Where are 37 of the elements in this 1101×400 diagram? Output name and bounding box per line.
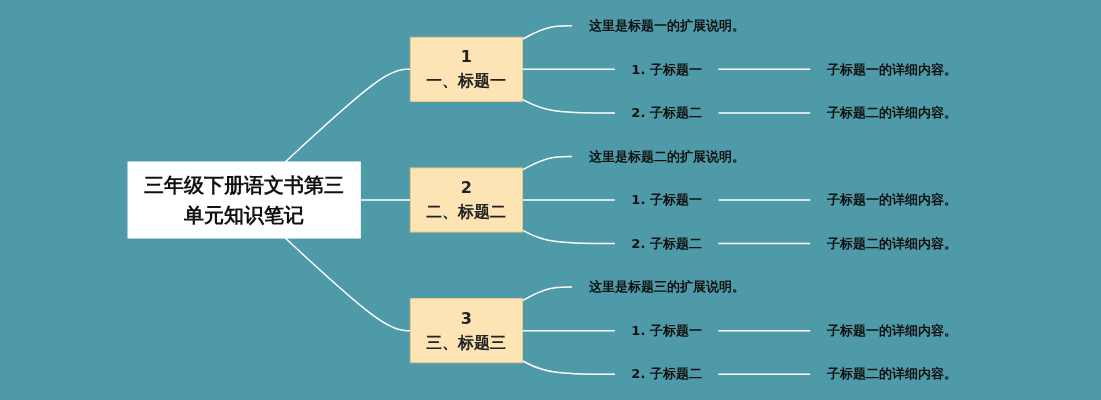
connector [521, 229, 617, 245]
node-text: 2. 子标题二 [631, 235, 702, 251]
connector [521, 286, 574, 302]
node-text: 这里是标题一的扩展说明。 [588, 18, 745, 34]
node-text: 1. 子标题一 [631, 192, 702, 208]
connector [717, 68, 812, 71]
connector [521, 155, 574, 171]
node-text: 2. 子标题二 [631, 366, 702, 382]
node-text: 1. 子标题一 [631, 61, 702, 77]
node-text: 子标题二的详细内容。 [826, 366, 957, 382]
connector [717, 242, 812, 245]
connector [521, 68, 617, 71]
node-text: 这里是标题三的扩展说明。 [588, 279, 745, 295]
node-text: 子标题一的详细内容。 [826, 192, 957, 208]
node-box: 2 二、标题二 [409, 167, 523, 233]
connector [717, 373, 812, 375]
node-text: 这里是标题二的扩展说明。 [588, 148, 745, 164]
node-box: 三年级下册语文书第三单元知识笔记 [127, 161, 361, 239]
node-text: 子标题一的详细内容。 [826, 322, 957, 338]
node-box: 1 一、标题一 [409, 36, 523, 102]
connector [521, 199, 617, 201]
connector [717, 112, 812, 114]
node-text: 子标题二的详细内容。 [826, 105, 957, 121]
node-box: 3 三、标题三 [409, 298, 523, 364]
connector [521, 329, 617, 332]
node-text: 2. 子标题二 [631, 105, 702, 121]
node-text: 1. 子标题一 [631, 322, 702, 338]
connector [359, 199, 412, 201]
connector [717, 329, 812, 332]
connector [284, 68, 412, 163]
node-text: 子标题二的详细内容。 [826, 235, 957, 251]
connector [521, 25, 574, 40]
connector [284, 237, 412, 332]
connector [717, 199, 812, 201]
connector [521, 360, 617, 375]
connector [521, 98, 617, 114]
node-text: 子标题一的详细内容。 [826, 61, 957, 77]
